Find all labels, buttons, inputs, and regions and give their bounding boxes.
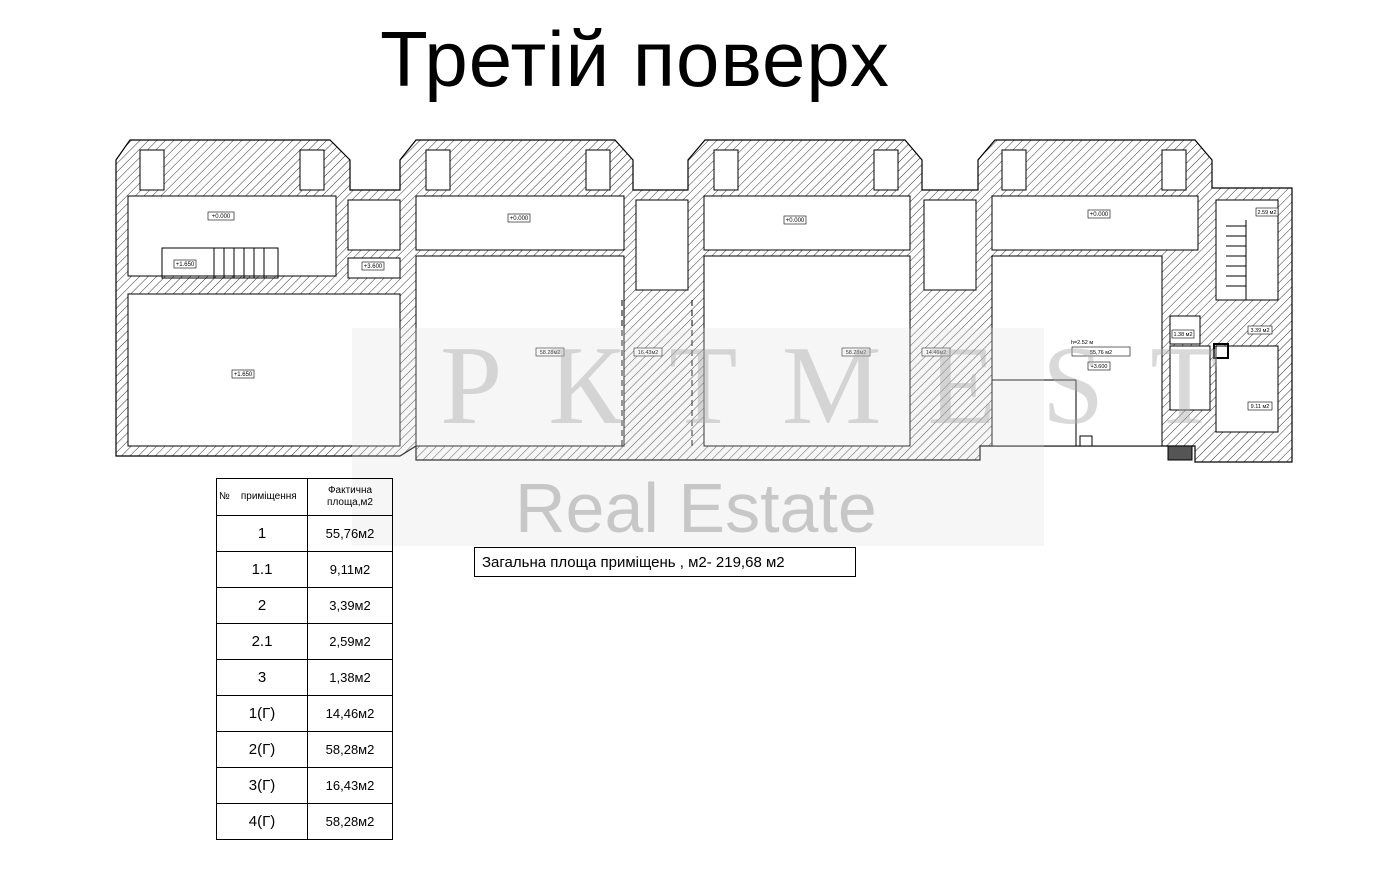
watermark-background <box>352 328 1044 546</box>
level-label: +3.600 <box>1091 364 1108 370</box>
room-area: 2,59м2 <box>307 623 393 660</box>
level-labels: +0.000 +1.650 +1.650 +3.600 +0.000 +0.00… <box>173 209 1111 379</box>
room-2-1-label: 2.59 м2 <box>1257 210 1276 216</box>
level-label: +0.000 <box>510 216 529 222</box>
room-area: 1,38м2 <box>307 659 393 696</box>
room-number: 3 <box>216 659 308 696</box>
room-number: 1.1 <box>216 551 308 588</box>
room-area: 58,28м2 <box>307 731 393 768</box>
room-number: 1(Г) <box>216 695 308 732</box>
watermark-text: Real Estate <box>515 469 877 547</box>
room-number: 2(Г) <box>216 731 308 768</box>
room-area: 16,43м2 <box>307 767 393 804</box>
page-title: Третій поверх <box>380 15 890 103</box>
room-area: 55,76м2 <box>307 515 393 552</box>
staircase <box>161 220 1247 300</box>
room-2-label: 3.39 м2 <box>1250 328 1269 334</box>
room-1-label: 55,76 м2 <box>1090 350 1112 356</box>
column-header-room: приміщення <box>240 491 297 502</box>
level-label: +0.000 <box>212 214 231 220</box>
room-number: 4(Г) <box>216 803 308 840</box>
column-header: № приміщення <box>216 478 308 516</box>
room-1-height: h=2.52 м <box>1071 340 1094 346</box>
room-number: 3(Г) <box>216 767 308 804</box>
room-3-label: 1.38 м2 <box>1173 332 1192 338</box>
room-number: 1 <box>216 515 308 552</box>
column-header-area: Фактична площа,м2 <box>307 478 393 516</box>
room-area: 9,11м2 <box>307 551 393 588</box>
room-1-1-label: 9.11 м2 <box>1251 404 1270 410</box>
room-number: 2.1 <box>216 623 308 660</box>
interior-lines <box>992 343 1229 461</box>
room-area: 58,28м2 <box>307 803 393 840</box>
watermark-logo: РКТМЕSТ <box>440 324 1265 448</box>
table-row: 1(Г)14,46м2 <box>216 695 393 732</box>
room-4g-label: 58.28м2 <box>846 350 867 356</box>
room-labels: 55,76 м2 h=2.52 м +3.600 9.11 м2 3.39 м2… <box>535 207 1279 411</box>
column-header-number: № <box>219 491 230 502</box>
bay-windows <box>139 149 1187 191</box>
table-row: 4(Г)58,28м2 <box>216 803 393 840</box>
room-2g-label: 58.28м2 <box>540 350 561 356</box>
room-number: 2 <box>216 587 308 624</box>
exterior-walls <box>115 139 1293 463</box>
level-label: +1.650 <box>234 372 253 378</box>
table-row: 2(Г)58,28м2 <box>216 731 393 768</box>
level-label: +1.650 <box>176 262 195 268</box>
table-row: 3(Г)16,43м2 <box>216 767 393 804</box>
total-area: Загальна площа приміщень , м2- 219,68 м2 <box>474 547 856 577</box>
level-label: +0.000 <box>786 218 805 224</box>
room-3g-label: 16.43м2 <box>638 350 659 356</box>
room-1g-label: 14.46м2 <box>926 350 947 356</box>
table-header: № приміщення Фактична площа,м2 <box>216 478 393 516</box>
level-label: +0.000 <box>1090 212 1109 218</box>
level-label: +3.600 <box>364 264 383 270</box>
room-area: 3,39м2 <box>307 587 393 624</box>
room-area: 14,46м2 <box>307 695 393 732</box>
dashed-partitions <box>621 300 911 446</box>
